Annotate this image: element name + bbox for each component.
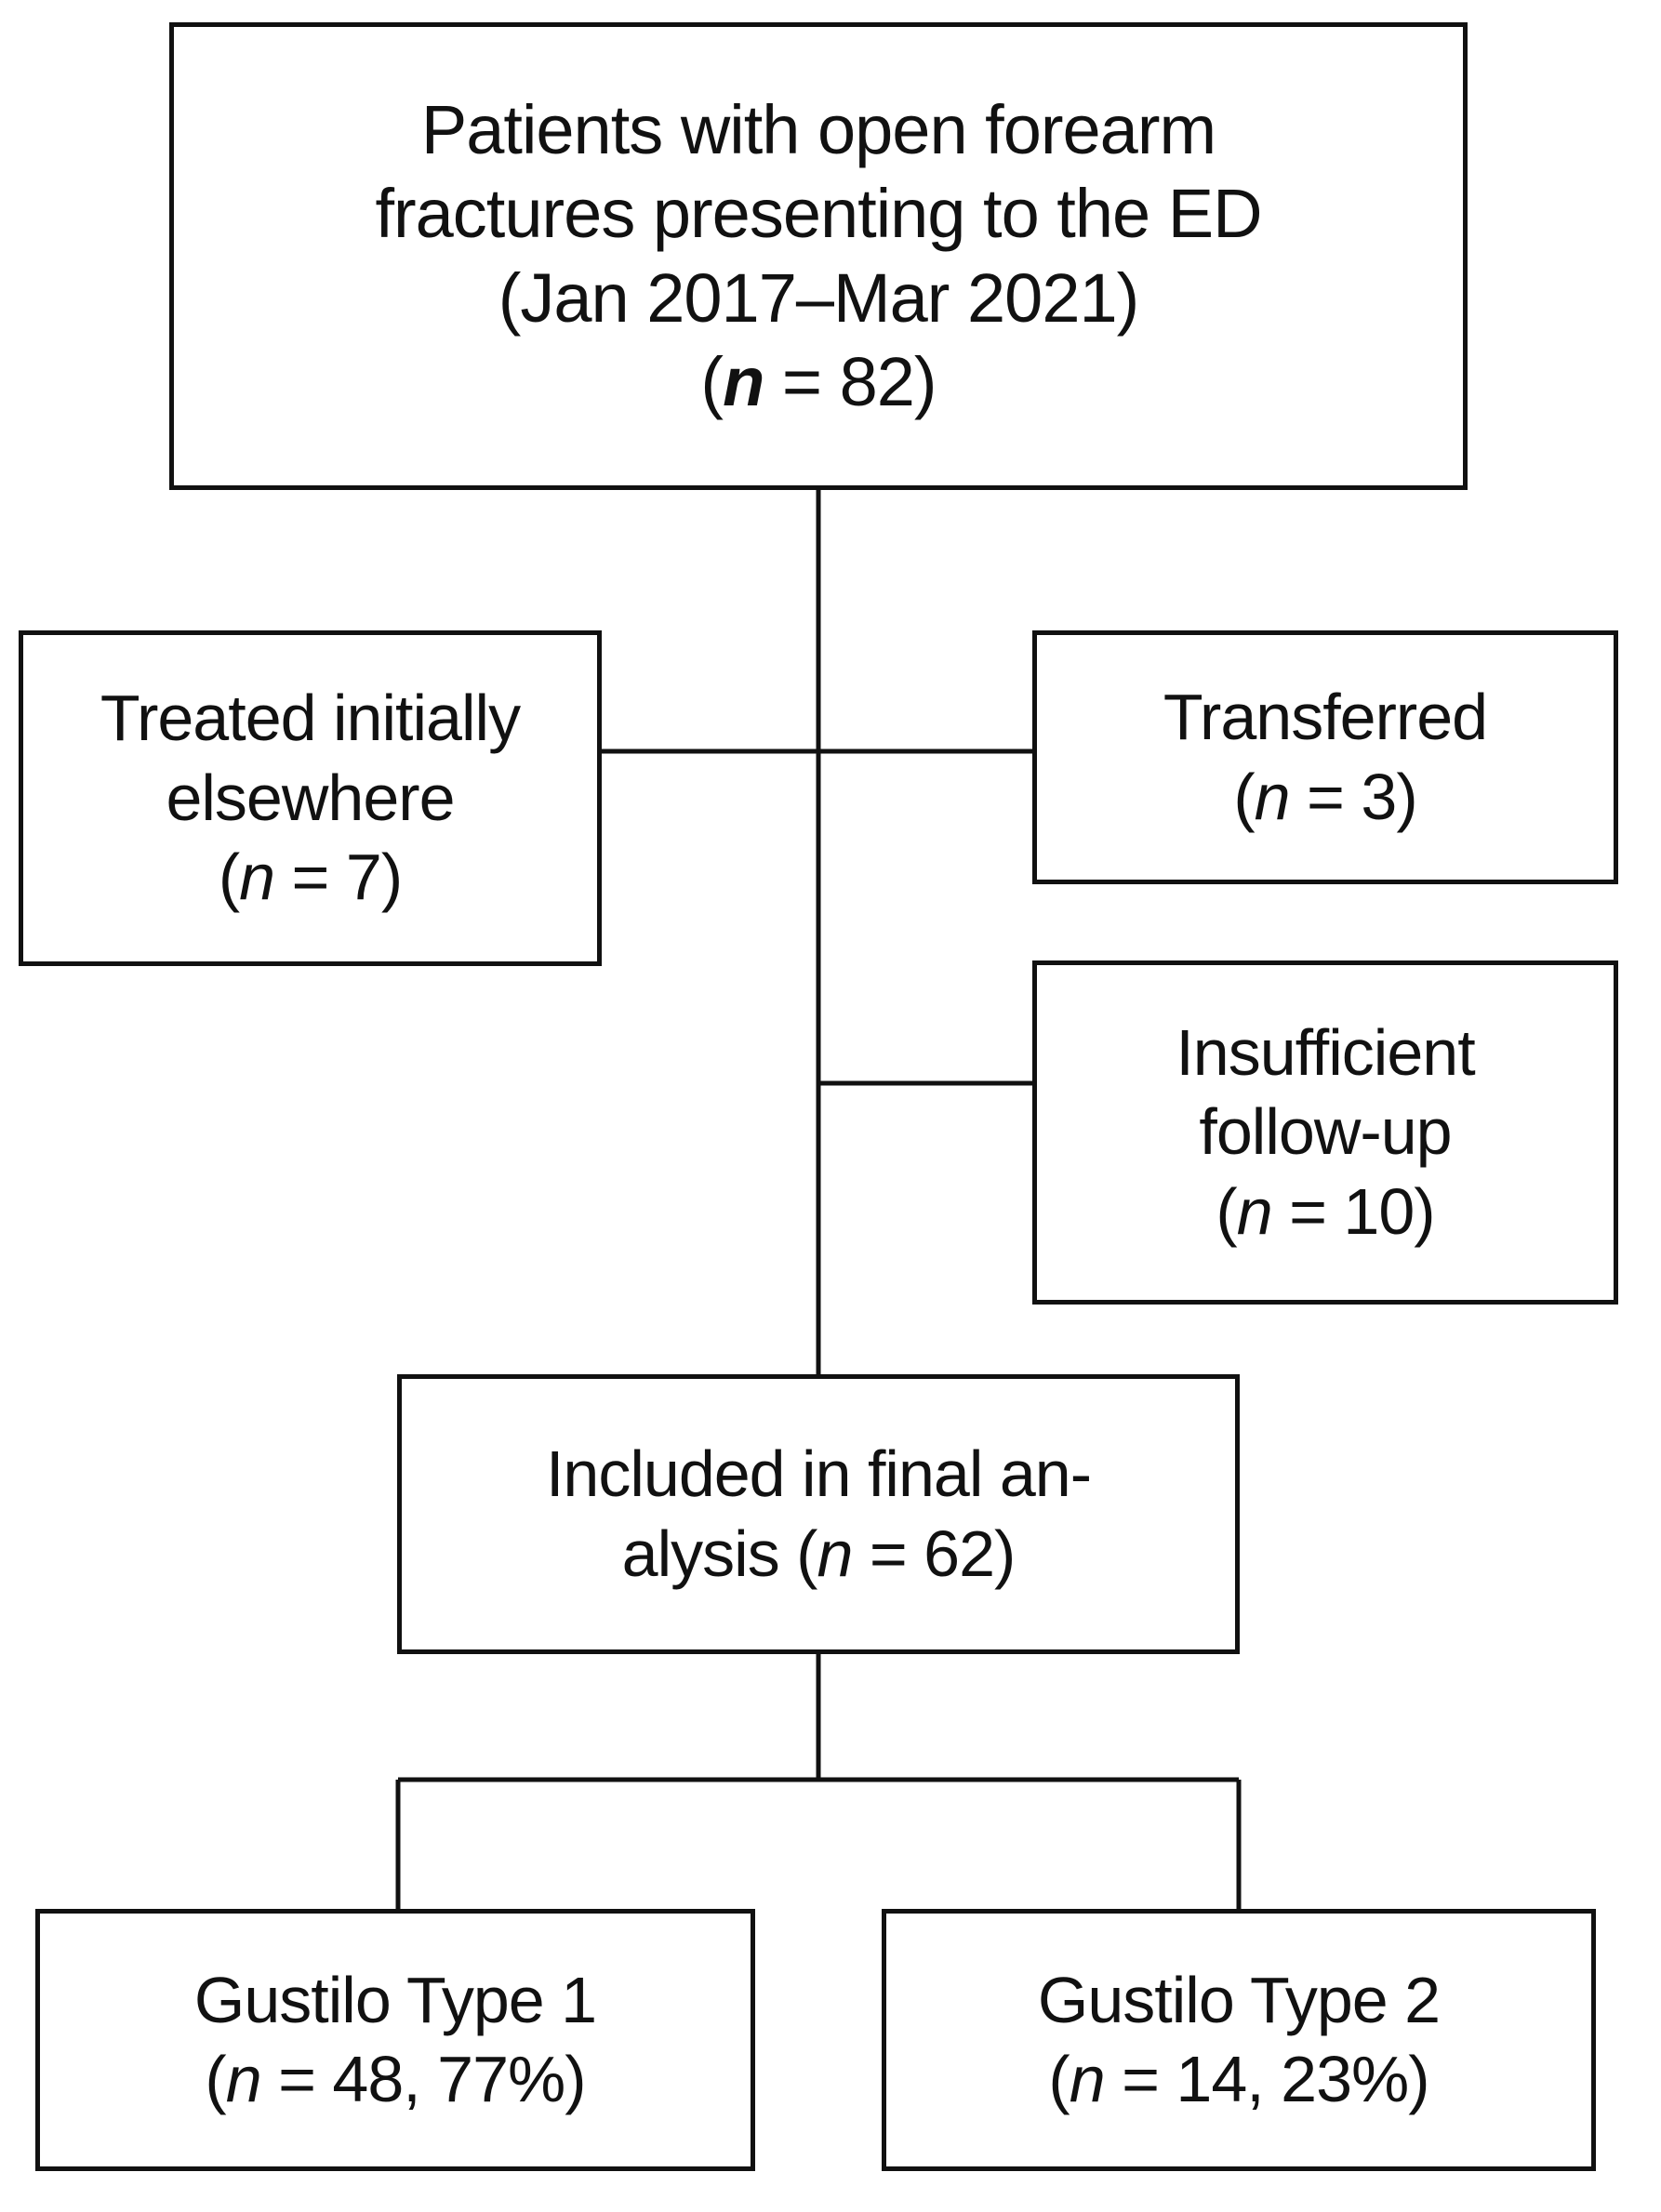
transferred-box: Transferred (n = 3) [1032,630,1618,884]
gustilo-type-1-label: Gustilo Type 1 [193,1963,597,2036]
insufficient-followup-line-1: Insufficient [1176,1015,1475,1089]
gustilo-type-1-box: Gustilo Type 1 (n = 48, 77%) [35,1909,755,2171]
treated-elsewhere-line-1: Treated initially [100,682,521,755]
gustilo-type-2-label: Gustilo Type 2 [1037,1963,1441,2036]
gustilo-type-2-count: (n = 14, 23%) [1048,2043,1429,2115]
patients-line-1: Patients with open forearm [420,90,1216,168]
insufficient-followup-count: (n = 10) [1216,1174,1435,1248]
patients-box: Patients with open forearm fractures pre… [169,22,1468,490]
gustilo-type-2-box: Gustilo Type 2 (n = 14, 23%) [882,1909,1596,2171]
treated-elsewhere-count: (n = 7) [218,841,403,914]
treated-elsewhere-line-2: elsewhere [166,761,455,834]
patients-line-3: (Jan 2017–Mar 2021) [498,258,1140,337]
included-line-2: alysis (n = 62) [621,1517,1017,1590]
treated-elsewhere-box: Treated initially elsewhere (n = 7) [19,630,602,966]
transferred-line-1: Transferred [1163,681,1488,754]
included-box: Included in final an- alysis (n = 62) [397,1374,1240,1654]
patients-count: (n = 82) [700,342,937,420]
included-line-1: Included in final an- [545,1437,1092,1511]
gustilo-type-1-count: (n = 48, 77%) [205,2043,586,2115]
patients-line-2: fractures presenting to the ED [375,175,1262,253]
insufficient-followup-box: Insufficient follow-up (n = 10) [1032,960,1618,1305]
insufficient-followup-line-2: follow-up [1199,1095,1452,1169]
transferred-count: (n = 3) [1233,760,1417,833]
